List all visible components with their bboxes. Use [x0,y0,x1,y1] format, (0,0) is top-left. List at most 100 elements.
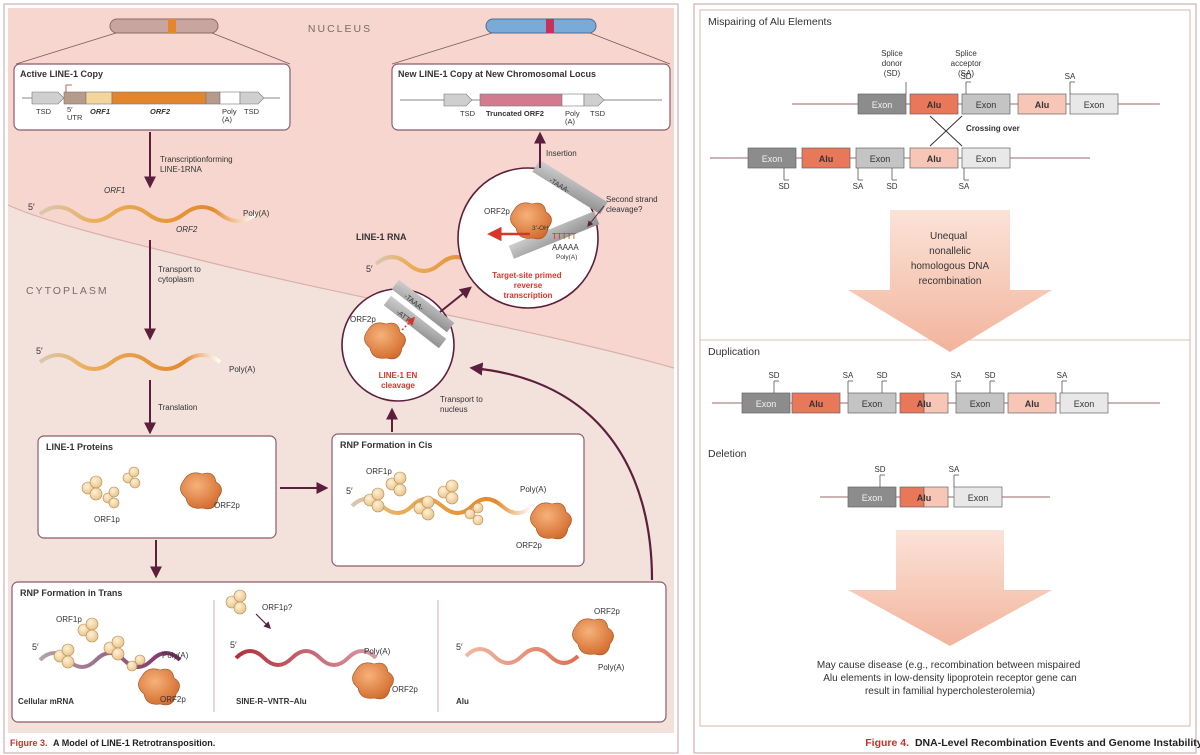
strand1-alu-2-label: Alu [1035,100,1050,110]
line1-rna-label: LINE-1 RNA [356,232,407,242]
dup-exon-4 [1059,392,1109,414]
svg-text:5′: 5′ [346,486,353,496]
zoom-lines-right [391,32,671,65]
strand2-alu-2 [909,147,959,169]
del-sd: SD [874,465,885,474]
svg-text:ORF2p: ORF2p [160,695,186,704]
svg-text:5′: 5′ [366,264,373,274]
svg-text:ORF1p: ORF1p [366,467,392,476]
orf2p-protein [180,472,222,510]
insertion-label: Insertion [546,149,577,158]
svg-text:Poly(A): Poly(A) [162,651,189,660]
figure-3: NUCLEUS CYTOPLASM Active LINE-1 Copy TS [3,3,679,754]
strand2-exon-3-label: Exon [976,154,997,164]
nucleus-label: NUCLEUS [308,23,372,35]
dup-sa-2: SA [951,371,962,380]
dup-exon-3-label: Exon [970,399,991,409]
strand2-alu-2-label: Alu [927,154,942,164]
strand2-sa-1: SA [853,182,864,191]
svg-text:Poly(A): Poly(A) [556,254,577,261]
svg-text:ORF2: ORF2 [150,107,171,116]
strand1-exon-2 [961,93,1011,115]
del-exon-2 [953,486,1003,508]
zoom-lines-left [15,32,291,65]
svg-text:ORF2p: ORF2p [594,607,620,616]
svg-text:ORF1: ORF1 [90,107,110,116]
strand2-sd-1: SD [778,182,789,191]
dup-alu-1 [791,392,841,414]
strand2-exon-2-label: Exon [870,154,891,164]
strand1-sa-2: SA [1065,72,1076,81]
svg-text:Cellular mRNA: Cellular mRNA [18,697,74,706]
dup-sd-2: SD [876,371,887,380]
svg-text:5′: 5′ [32,642,39,652]
svg-text:Truncated ORF2: Truncated ORF2 [486,109,544,118]
rnp-cis-box: RNP Formation in Cis 5′ ORF1p Poly(A) OR… [331,433,585,567]
svg-text:ORF1: ORF1 [104,186,125,195]
line1-rna-nucleus [38,205,258,223]
svg-text:ORF1p: ORF1p [94,515,120,524]
strand2-alu-1-label: Alu [819,154,834,164]
svg-text:5′UTR: 5′UTR [67,105,83,122]
cytoplasm-label: CYTOPLASM [26,285,109,297]
svg-text:ORF2p: ORF2p [214,501,240,510]
orf1p-trimers [81,466,141,509]
svg-text:ORF2p: ORF2p [516,541,542,550]
active-line1-box: Active LINE-1 Copy TSD 5′UTR ORF1 ORF2 P… [13,63,291,131]
svg-text:TSD: TSD [590,109,606,118]
svg-text:RNP Formation in Trans: RNP Formation in Trans [20,588,122,598]
strand2-exon-2 [855,147,905,169]
strand2-alu-1 [801,147,851,169]
strand2-exon-1-label: Exon [762,154,783,164]
cross-line-2 [929,115,963,147]
svg-text:LINE-1 Proteins: LINE-1 Proteins [46,442,113,452]
svg-text:Poly(A): Poly(A) [229,365,256,374]
svg-text:TSD: TSD [460,109,476,118]
del-exon-2-label: Exon [968,493,989,503]
disease-text: May cause disease (e.g., recombination b… [817,660,1083,697]
del-alu-mixed-right [923,486,949,508]
nuclear-membrane [7,204,675,369]
svg-text:TSD: TSD [36,107,52,116]
strand2-exon-1 [747,147,797,169]
svg-text:Poly(A): Poly(A) [243,209,270,218]
to-tprt-arrow [439,286,472,313]
svg-text:ORF2p: ORF2p [350,315,376,324]
dup-exon-4-label: Exon [1074,399,1095,409]
active-line1-title: Active LINE-1 Copy [20,69,103,79]
dup-alu-2-label: Alu [1025,399,1040,409]
dup-alu-1-label: Alu [809,399,824,409]
strand1-alu-1 [909,93,959,115]
translation-label: Translation [158,403,197,412]
svg-text:5′: 5′ [456,642,463,652]
svg-text:TSD: TSD [244,107,260,116]
line1-proteins-box: LINE-1 Proteins ORF1p ORF2p [37,435,277,539]
mispairing-title: Mispairing of Alu Elements [708,16,832,28]
duplication-title: Duplication [708,346,760,358]
svg-text:Poly(A): Poly(A) [520,485,547,494]
transport-nucleus-arrow [469,362,654,581]
svg-text:RNP Formation in Cis: RNP Formation in Cis [340,440,432,450]
svg-text:SINE-R–VNTR–Alu: SINE-R–VNTR–Alu [236,697,307,706]
dup-sa-3: SA [1057,371,1068,380]
second-strand-pointer [587,205,605,227]
svg-text:AAAAA: AAAAA [552,243,579,252]
strand1-exon-2-label: Exon [976,100,997,110]
svg-text:ORF1p: ORF1p [56,615,82,624]
strand1-exon-3 [1069,93,1119,115]
del-sa: SA [949,465,960,474]
svg-text:Alu: Alu [456,697,469,706]
dup-sd-1: SD [768,371,779,380]
svg-text:3′-OH: 3′-OH [532,225,549,232]
strand1-alu-2 [1017,93,1067,115]
